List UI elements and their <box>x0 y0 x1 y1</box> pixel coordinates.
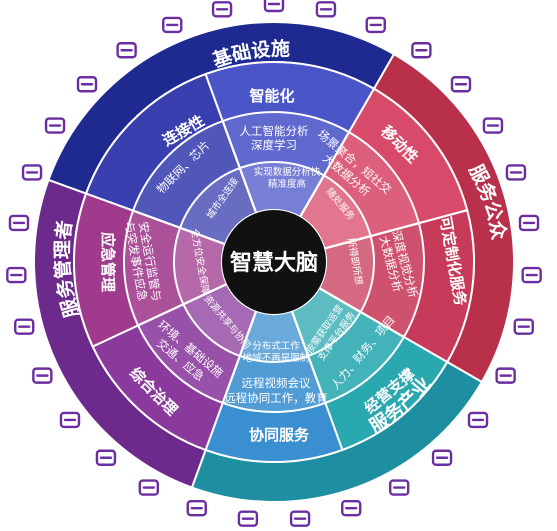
inner-label-collaboration-2: 远程协同工作，教育 <box>224 391 328 405</box>
innermost-label-collaboration-1: 分布式工作 <box>252 340 300 352</box>
traffic-light-icon <box>32 367 53 384</box>
monitor-icon <box>237 510 259 527</box>
network-icon <box>365 16 386 34</box>
innermost-label-intelligence-2: 精准度高 <box>268 178 306 190</box>
yen-icon <box>341 499 362 517</box>
innermost-label-collaboration-2: 地域不再是限制 <box>243 352 310 364</box>
exchange-icon <box>289 510 311 527</box>
house-icon <box>44 117 66 134</box>
parking-icon <box>76 76 98 93</box>
robot-icon <box>263 0 285 13</box>
book-icon <box>186 499 207 517</box>
car-icon <box>6 266 27 284</box>
briefcase-icon <box>411 42 432 59</box>
middle-label-emergency: 应急管理 <box>99 232 117 292</box>
center-title: 智慧大脑 <box>230 250 318 276</box>
inner-label-collaboration-1: 远程视频会议 <box>242 376 311 390</box>
tablet-icon <box>482 117 504 134</box>
bus-icon <box>315 1 337 18</box>
bicycle-icon <box>21 164 43 181</box>
inner-label-intelligence-1: 人工智能分析 <box>240 124 309 138</box>
middle-label-intelligence: 智能化 <box>249 87 294 105</box>
chip-icon <box>116 42 137 59</box>
inner-label-intelligence-2: 深度学习 <box>251 138 297 152</box>
line-chart-icon <box>495 367 516 384</box>
laptop-icon <box>450 76 472 93</box>
siren-icon <box>14 318 35 335</box>
innermost-label-intelligence-1: 实现数据分析快 <box>254 166 321 178</box>
outer-icons <box>6 0 542 527</box>
center-circle <box>222 210 326 314</box>
team-icon <box>467 411 489 429</box>
wedges-layer <box>33 21 515 503</box>
buildings-icon <box>95 449 117 466</box>
document-icon <box>431 449 453 466</box>
bar-chart-icon <box>521 266 542 284</box>
pencil-icon <box>513 318 534 335</box>
atom-icon <box>211 1 233 18</box>
mountain-icon <box>59 411 81 429</box>
molecule-icon <box>162 16 183 34</box>
computer-icon <box>389 479 410 496</box>
pie-chart-icon <box>505 164 527 181</box>
folder-icon <box>138 479 159 496</box>
diamond-icon <box>518 214 540 232</box>
share-icon <box>8 214 30 232</box>
middle-label-collaboration: 协同服务 <box>249 426 310 444</box>
